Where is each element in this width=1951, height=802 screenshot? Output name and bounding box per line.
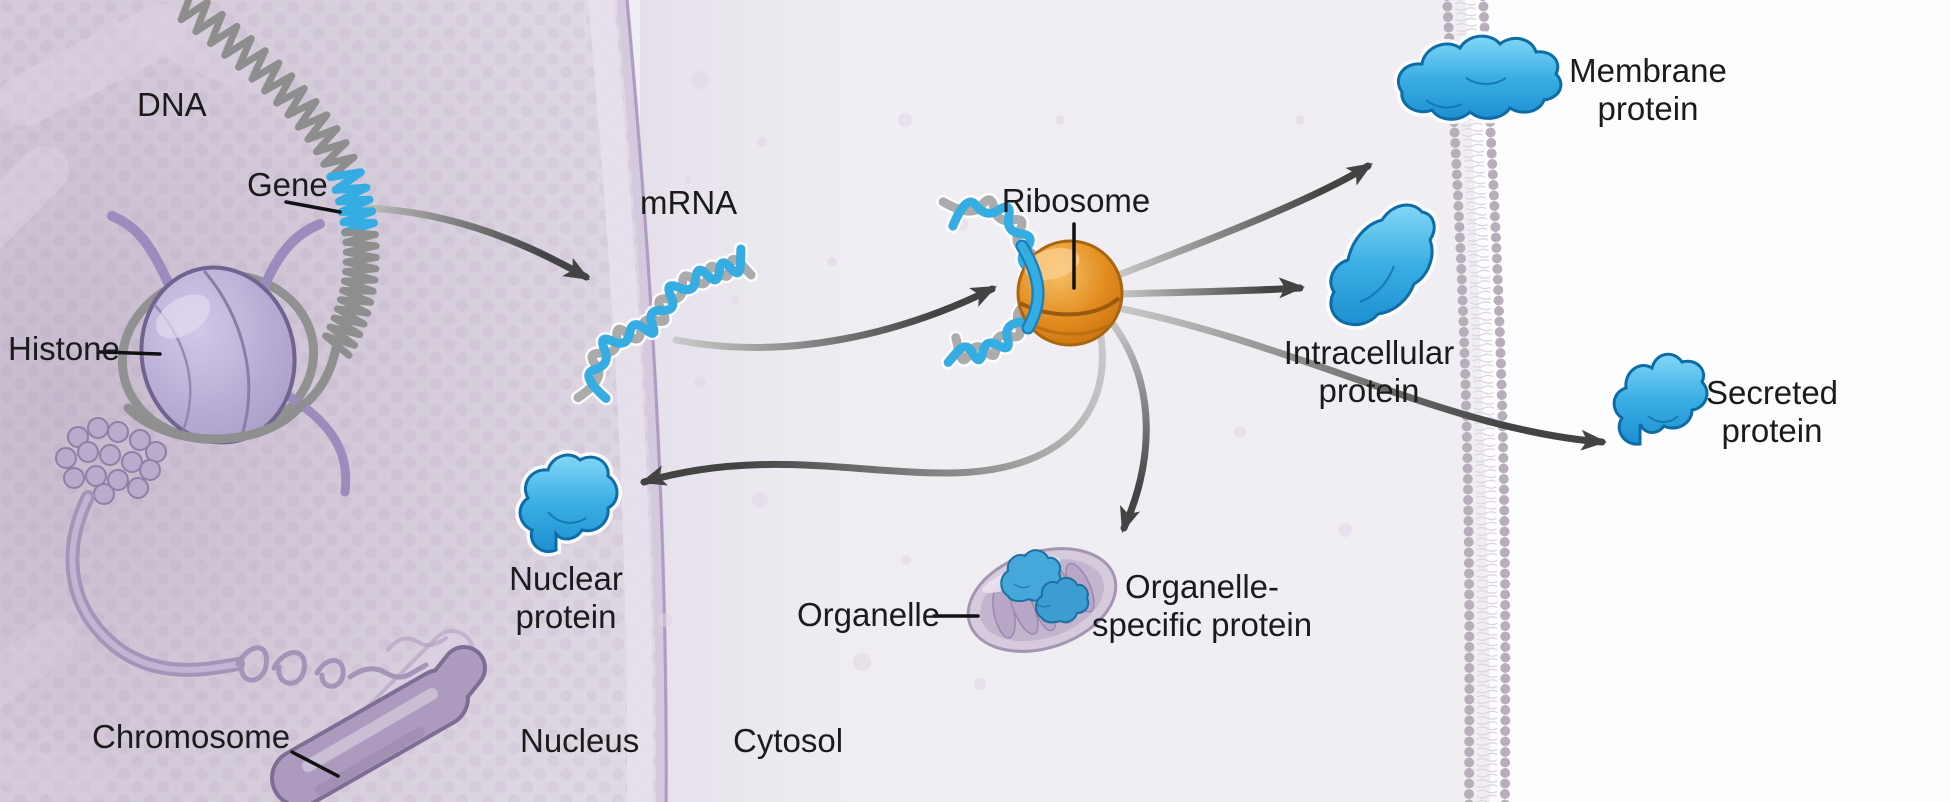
arrow-to-nuclear-protein <box>640 326 1106 486</box>
arrow-mrna-export <box>672 285 997 351</box>
nuclear-envelope-inner-band <box>587 0 654 802</box>
nuclear-protein-icon <box>515 450 622 557</box>
arrow-to-intracellular-protein <box>1114 277 1305 299</box>
label-membrane-protein: Membrane protein <box>1569 52 1727 128</box>
nucleus-region <box>0 0 669 802</box>
mrna-icon <box>571 242 759 406</box>
chromatin-fiber-icon <box>55 417 167 505</box>
pathway-arrows <box>341 162 1607 533</box>
chromosome-leader-line <box>290 750 340 778</box>
label-nuclear-protein: Nuclear protein <box>509 560 623 636</box>
nuclear-envelope <box>616 0 669 802</box>
label-gene: Gene <box>247 166 328 203</box>
label-organelle: Organelle <box>797 596 941 633</box>
secreted-protein-icon <box>1609 349 1712 450</box>
dna-wrap-front <box>123 399 307 444</box>
arrow-to-secreted-protein <box>1114 304 1607 451</box>
label-histone: Histone <box>8 330 120 367</box>
chromatin-group <box>55 0 487 802</box>
gene-leader-line <box>284 200 342 214</box>
organelle-specific-protein-icon <box>1000 549 1090 624</box>
label-intracellular-protein: Intracellular protein <box>1283 334 1455 410</box>
ribosome-icon <box>1015 239 1124 347</box>
dna-helix <box>177 0 380 359</box>
label-ribosome: Ribosome <box>1001 182 1151 219</box>
cell-membrane <box>1442 0 1511 802</box>
membrane-protein-icon <box>1393 31 1566 125</box>
label-organelle-specific-protein: Organelle- specific protein <box>1091 568 1313 644</box>
label-secreted-protein: Secreted protein <box>1705 374 1839 450</box>
histone-icon <box>107 211 351 497</box>
histone-leader-line <box>98 350 162 356</box>
arrow-to-membrane-protein <box>1112 162 1373 280</box>
intracellular-protein-icon <box>1325 200 1440 330</box>
label-chromosome: Chromosome <box>92 718 291 755</box>
cytosol-speckles <box>658 71 1352 690</box>
label-nucleus: Nucleus <box>520 722 640 759</box>
arrow-to-organelle <box>1106 316 1150 533</box>
chromosome-icon <box>270 645 487 802</box>
label-dna: DNA <box>137 86 207 123</box>
leader-lines <box>98 200 1076 778</box>
arrow-transcription <box>341 204 590 281</box>
label-mrna: mRNA <box>640 184 738 221</box>
label-cytosol: Cytosol <box>733 722 844 759</box>
